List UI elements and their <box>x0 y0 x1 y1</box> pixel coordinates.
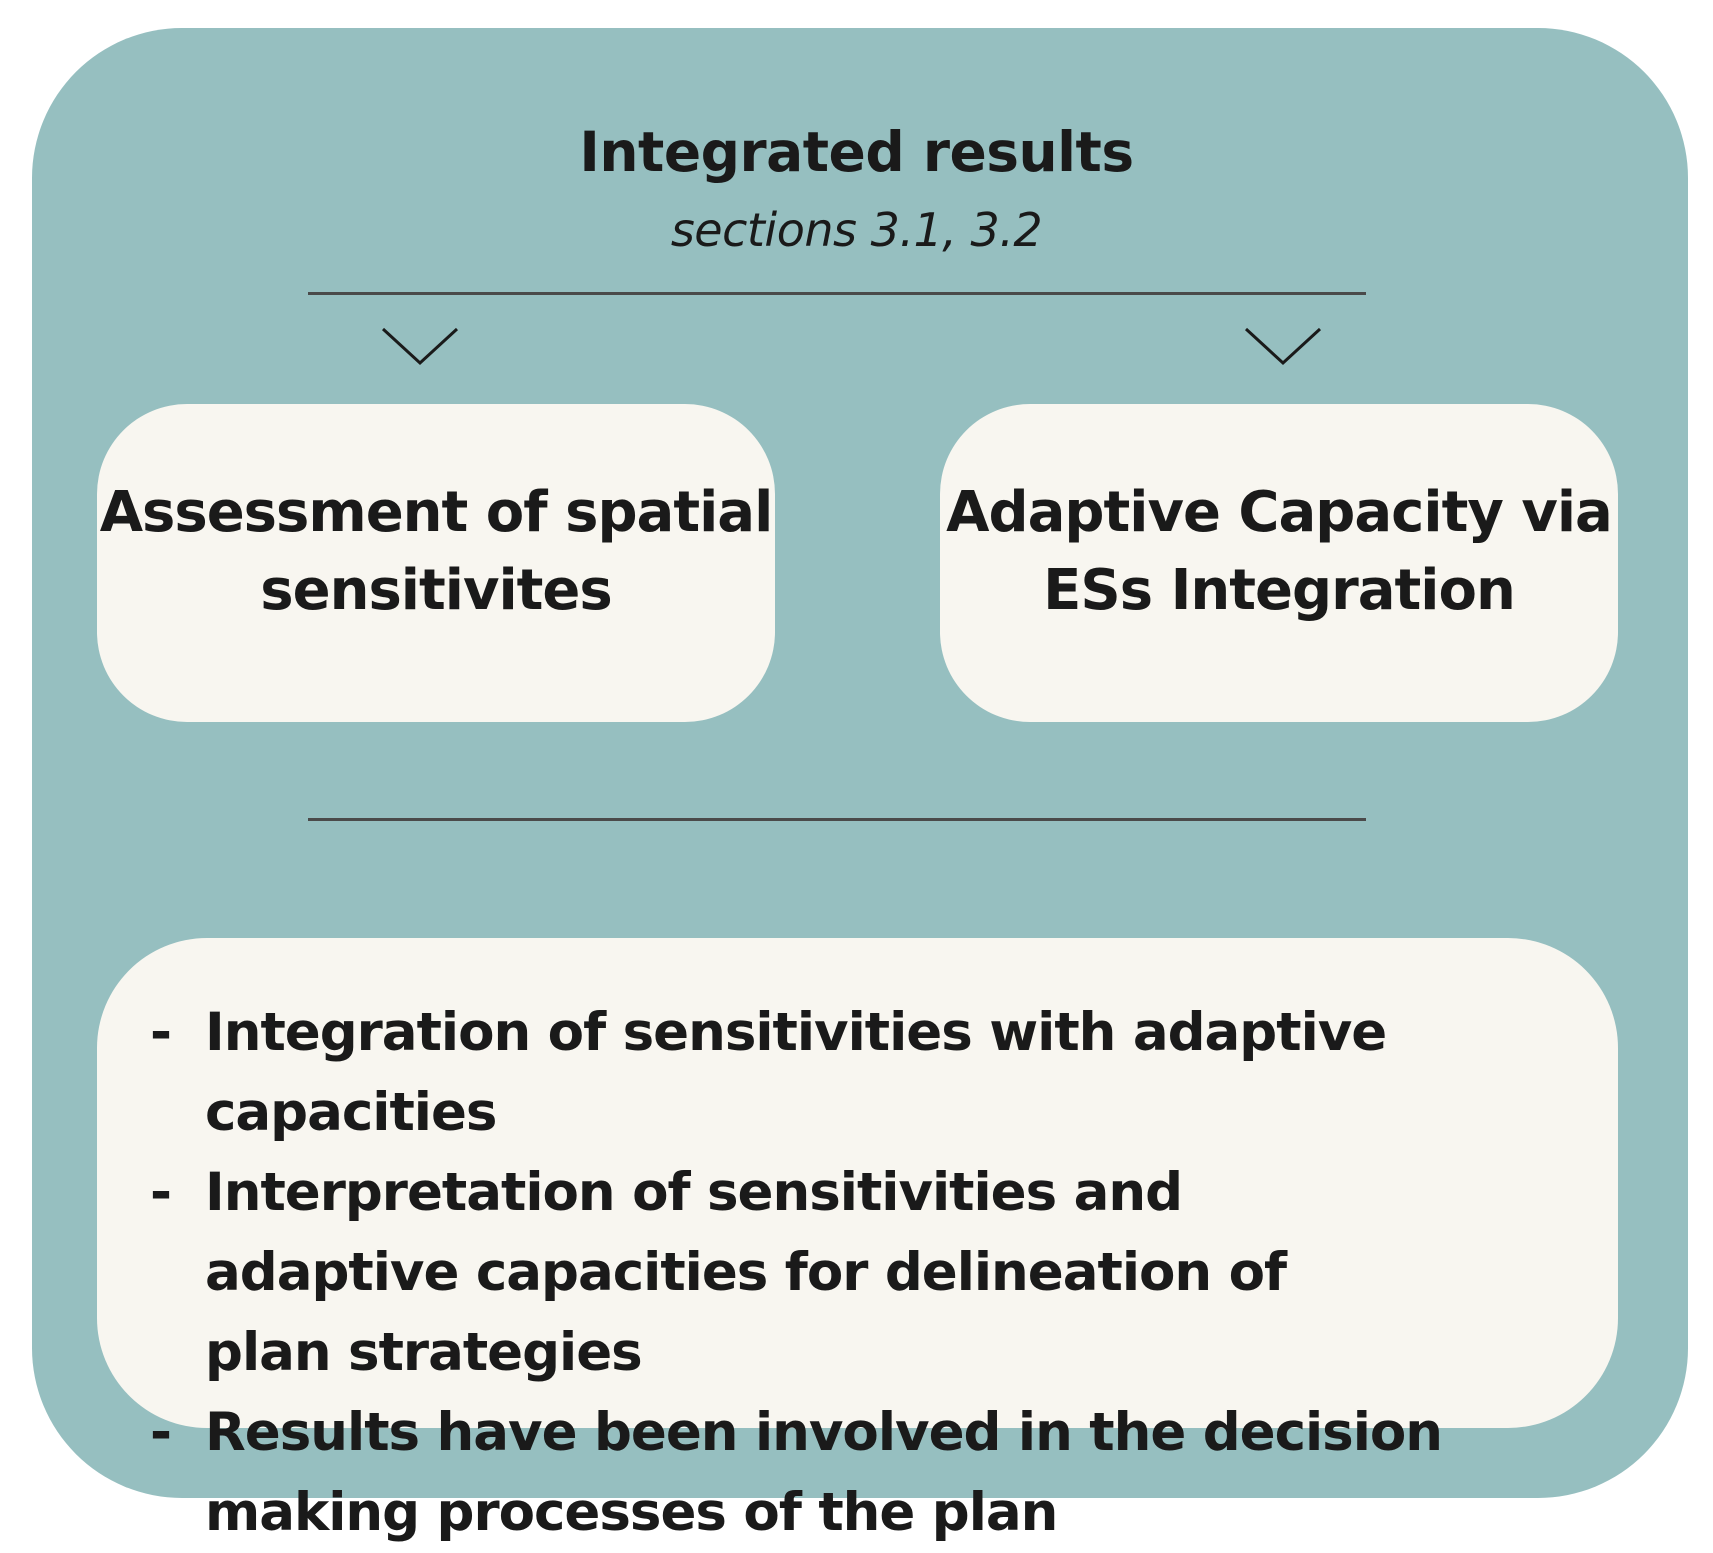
top-divider <box>308 292 1366 295</box>
adaptive-capacity-box: Adaptive Capacity via ESs Integration <box>940 404 1618 722</box>
list-item: - Interpretation of sensitivities and ad… <box>150 1153 1385 1393</box>
list-bullet: - <box>150 1402 172 1463</box>
diagram-title: Integrated results <box>579 120 1134 184</box>
chevron-down-icon <box>1244 327 1322 366</box>
list-item-text: Integration of sensitivities with adapti… <box>205 1002 1387 1143</box>
list-bullet: - <box>150 1002 172 1063</box>
bottom-divider <box>308 818 1366 821</box>
list-item: - Integration of sensitivities with adap… <box>150 993 1630 1153</box>
chevron-down-icon <box>381 327 459 366</box>
diagram-subtitle: sections 3.1, 3.2 <box>670 203 1043 257</box>
list-item-text: Results have been involved in the decisi… <box>205 1402 1443 1543</box>
box-label-line: sensitivites <box>260 558 612 623</box>
list-bullet: - <box>150 1162 172 1223</box>
list-item: - Results have been involved in the deci… <box>150 1393 1625 1553</box>
box-label-line: ESs Integration <box>1043 558 1516 623</box>
outcomes-list: - Integration of sensitivities with adap… <box>150 993 1630 1553</box>
box-label-line: Assessment of spatial <box>99 480 774 545</box>
outcomes-box <box>97 938 1618 1428</box>
list-item-text: Interpretation of sensitivities and adap… <box>205 1162 1287 1383</box>
box-label-line: Adaptive Capacity via <box>946 480 1613 545</box>
spatial-sensitivity-box: Assessment of spatial sensitivites <box>97 404 775 722</box>
